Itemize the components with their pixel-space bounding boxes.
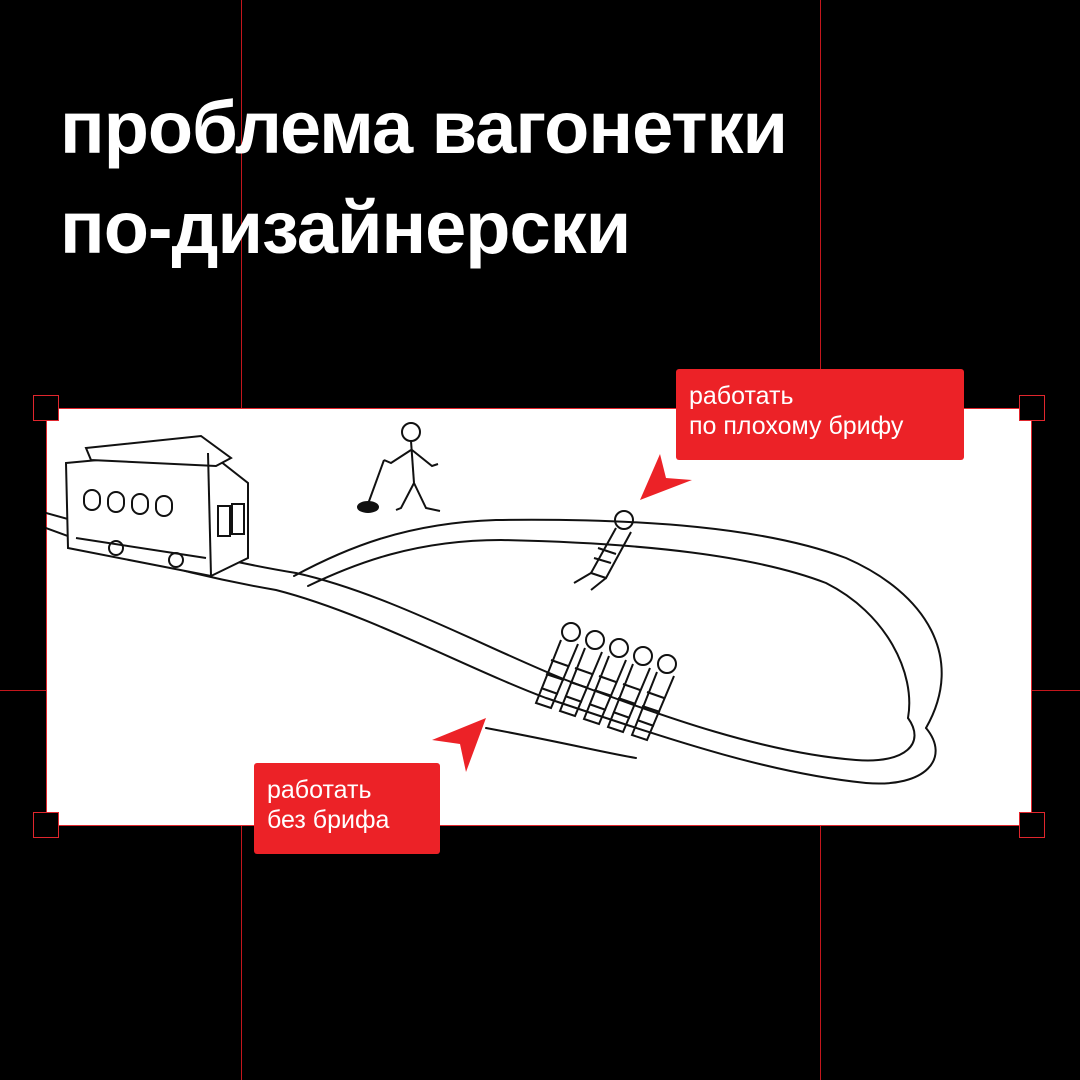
pointer-arrow-icon (640, 454, 692, 500)
corner-handle-top-right[interactable] (1019, 395, 1045, 421)
label-bad-brief-line-2: по плохому брифу (689, 412, 904, 440)
corner-handle-bottom-left[interactable] (33, 812, 59, 838)
lower-track (485, 727, 637, 759)
title-line-2: по-дизайнерски (60, 186, 631, 269)
label-no-brief-line-2: без брифа (267, 806, 390, 834)
label-bad-brief-line-1: работать (689, 382, 794, 410)
corner-handle-top-left[interactable] (33, 395, 59, 421)
trolley-problem-illustration (46, 422, 943, 785)
label-no-brief: работать без брифа (254, 763, 440, 854)
page-title: проблема вагонетки по-дизайнерски (60, 78, 788, 278)
branch-track (293, 518, 943, 729)
label-no-brief-line-1: работать (267, 776, 372, 804)
pointer-arrow-icon-2 (432, 718, 486, 772)
trolley-icon (64, 434, 249, 578)
five-people-on-track-icon (534, 622, 677, 742)
person-on-track-icon (573, 510, 634, 591)
title-line-1: проблема вагонетки (60, 86, 788, 169)
label-bad-brief: работать по плохому брифу (676, 369, 964, 460)
corner-handle-bottom-right[interactable] (1019, 812, 1045, 838)
branch-track-inner (307, 539, 911, 719)
lever-man-icon (357, 422, 441, 513)
